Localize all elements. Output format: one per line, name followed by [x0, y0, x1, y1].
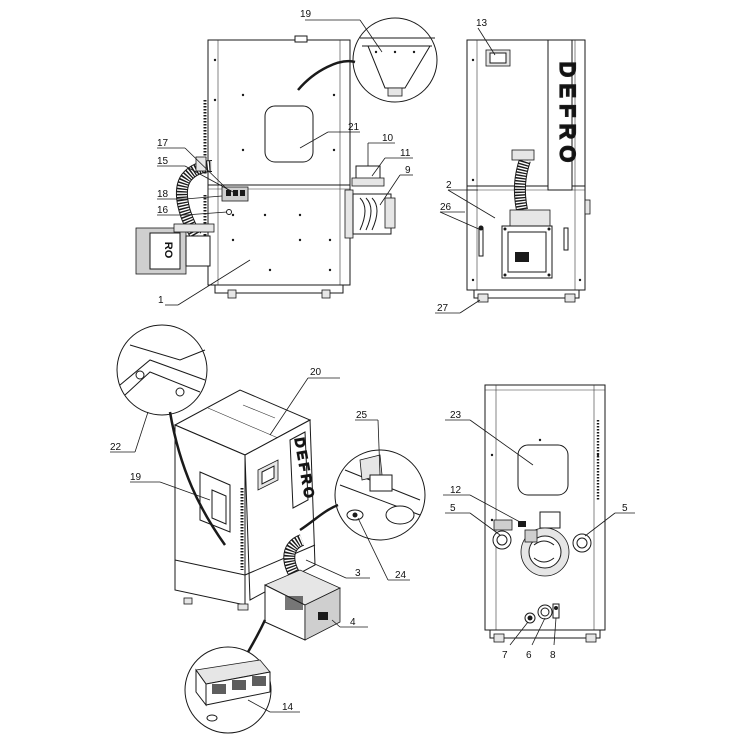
rear-fan: [520, 511, 570, 577]
side-fan-assembly: [344, 165, 396, 239]
callout-10: 10: [382, 133, 394, 144]
iso-logo: DEFRO: [289, 431, 319, 509]
callout-11: 11: [400, 148, 411, 159]
callout-19-top: 19: [300, 9, 312, 20]
detail-circle-22: [116, 324, 227, 546]
callout-22: 22: [110, 442, 122, 453]
svg-text:RO: RO: [162, 242, 174, 259]
callout-21: 21: [348, 122, 360, 133]
callout-5-right: 5: [622, 503, 628, 514]
rear-housing: [484, 384, 606, 631]
callout-labels: 19 21 10 11 9 17 15 18 16 1 13 2 26 27 2…: [110, 9, 628, 713]
callout-3: 3: [355, 568, 361, 579]
callout-24: 24: [395, 570, 407, 581]
callout-12: 12: [450, 485, 462, 496]
rear-view: [484, 384, 606, 643]
detail-circle-24-25: [299, 449, 426, 541]
svg-text:DEFRO: DEFRO: [555, 62, 580, 169]
isometric-view: DEFRO: [116, 324, 426, 734]
side-pellet-burner: RO: [135, 223, 215, 275]
callout-15: 15: [157, 156, 169, 167]
side-view: RO: [135, 17, 438, 299]
side-stb-button: [226, 209, 232, 215]
callout-7: 7: [502, 650, 508, 661]
callout-27: 27: [437, 303, 449, 314]
callout-9: 9: [405, 165, 411, 176]
detail-circle-14: [184, 619, 272, 734]
callout-25: 25: [356, 410, 368, 421]
callout-17: 17: [157, 138, 169, 149]
rear-inspection-window: [517, 444, 569, 496]
callout-leaders: [110, 19, 635, 713]
callout-6: 6: [526, 650, 532, 661]
callout-16: 16: [157, 205, 169, 216]
callout-19-iso: 19: [130, 472, 142, 483]
callout-14: 14: [282, 702, 294, 713]
side-screws: [213, 58, 336, 272]
callout-23: 23: [450, 410, 462, 421]
detail-circle-hopper: [297, 17, 438, 103]
callout-1: 1: [158, 295, 164, 306]
callout-4: 4: [350, 617, 356, 628]
front-logo: DEFRO: [547, 39, 581, 191]
callout-13: 13: [476, 18, 488, 29]
callout-2: 2: [446, 180, 452, 191]
callout-8: 8: [550, 650, 556, 661]
iso-pellet-burner: [264, 569, 341, 641]
callout-5-left: 5: [450, 503, 456, 514]
callout-20: 20: [310, 367, 322, 378]
side-inspection-window: [264, 105, 314, 163]
front-view: DEFRO: [466, 39, 591, 303]
callout-18: 18: [157, 189, 169, 200]
front-burner-door: [501, 209, 553, 279]
callout-26: 26: [440, 202, 452, 213]
